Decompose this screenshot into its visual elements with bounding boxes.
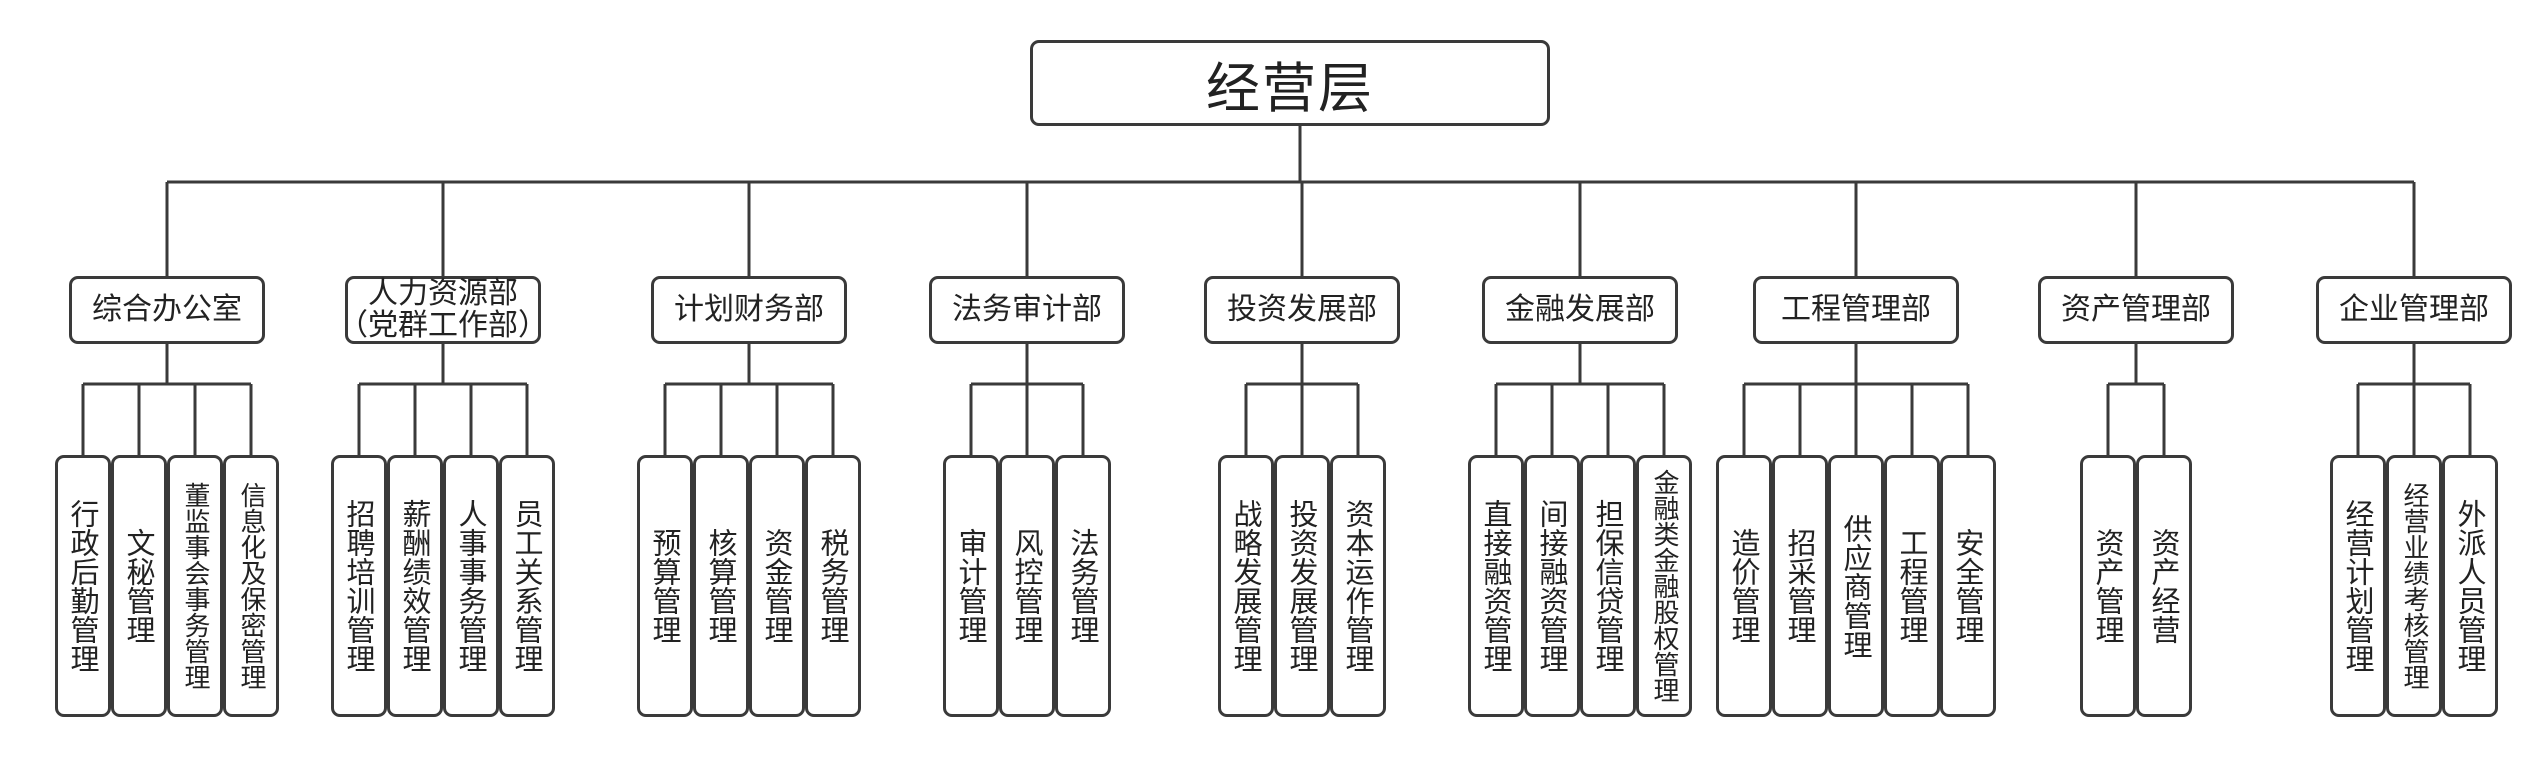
function-label: 资本运作管理 <box>1341 499 1375 673</box>
function-label: 法务管理 <box>1066 528 1100 644</box>
function-label: 招采管理 <box>1783 528 1817 644</box>
department-label: 人力资源部 <box>368 276 518 311</box>
function-box: 供应商管理 <box>1828 455 1884 717</box>
department-box: 工程管理部 <box>1753 276 1959 344</box>
function-label: 间接融资管理 <box>1535 499 1569 673</box>
function-box: 投资发展管理 <box>1274 455 1330 717</box>
function-label: 信息化及保密管理 <box>236 482 266 690</box>
function-label: 经营业绩考核管理 <box>2399 482 2429 690</box>
function-box: 预算管理 <box>637 455 693 717</box>
function-box: 员工关系管理 <box>499 455 555 717</box>
function-box: 间接融资管理 <box>1524 455 1580 717</box>
function-label: 资产经营 <box>2147 528 2181 644</box>
function-box: 招采管理 <box>1772 455 1828 717</box>
function-box: 行政后勤管理 <box>55 455 111 717</box>
function-box: 文秘管理 <box>111 455 167 717</box>
function-label: 安全管理 <box>1951 528 1985 644</box>
department-box: 法务审计部 <box>929 276 1125 344</box>
top-management-label: 经营层 <box>1206 56 1374 120</box>
function-box: 薪酬绩效管理 <box>387 455 443 717</box>
function-label: 文秘管理 <box>122 528 156 644</box>
department-box: 资产管理部 <box>2038 276 2234 344</box>
department-label: 企业管理部 <box>2339 292 2489 327</box>
function-label: 董监事会事务管理 <box>180 482 210 690</box>
function-label: 员工关系管理 <box>510 499 544 673</box>
department-label: 资产管理部 <box>2061 292 2211 327</box>
department-sublabel: （党群工作部） <box>338 308 548 343</box>
function-box: 担保信贷管理 <box>1580 455 1636 717</box>
function-box: 资产经营 <box>2136 455 2192 717</box>
function-label: 预算管理 <box>648 528 682 644</box>
department-label: 计划财务部 <box>674 292 824 327</box>
department-label: 金融发展部 <box>1505 292 1655 327</box>
function-label: 战略发展管理 <box>1229 499 1263 673</box>
function-box: 金融类金融股权管理 <box>1636 455 1692 717</box>
function-label: 薪酬绩效管理 <box>398 499 432 673</box>
department-box: 计划财务部 <box>651 276 847 344</box>
function-label: 资金管理 <box>760 528 794 644</box>
function-label: 外派人员管理 <box>2453 499 2487 673</box>
department-box: 人力资源部（党群工作部） <box>338 276 548 344</box>
function-label: 审计管理 <box>954 528 988 644</box>
department-box: 综合办公室 <box>69 276 265 344</box>
department-label: 法务审计部 <box>952 292 1102 327</box>
function-box: 资本运作管理 <box>1330 455 1386 717</box>
function-box: 审计管理 <box>943 455 999 717</box>
function-box: 资金管理 <box>749 455 805 717</box>
function-box: 法务管理 <box>1055 455 1111 717</box>
function-label: 经营计划管理 <box>2341 499 2375 673</box>
function-box: 安全管理 <box>1940 455 1996 717</box>
function-label: 招聘培训管理 <box>342 499 376 673</box>
function-label: 投资发展管理 <box>1285 499 1319 673</box>
top-management-box: 经营层 <box>1030 40 1550 126</box>
function-label: 资产管理 <box>2091 528 2125 644</box>
function-box: 董监事会事务管理 <box>167 455 223 717</box>
department-box: 金融发展部 <box>1482 276 1678 344</box>
function-box: 核算管理 <box>693 455 749 717</box>
department-label: 投资发展部 <box>1227 292 1377 327</box>
function-box: 人事事务管理 <box>443 455 499 717</box>
department-box: 企业管理部 <box>2316 276 2512 344</box>
function-box: 直接融资管理 <box>1468 455 1524 717</box>
function-box: 战略发展管理 <box>1218 455 1274 717</box>
department-box: 投资发展部 <box>1204 276 1400 344</box>
function-box: 风控管理 <box>999 455 1055 717</box>
function-label: 核算管理 <box>704 528 738 644</box>
function-box: 招聘培训管理 <box>331 455 387 717</box>
function-label: 造价管理 <box>1727 528 1761 644</box>
function-label: 工程管理 <box>1895 528 1929 644</box>
function-box: 工程管理 <box>1884 455 1940 717</box>
function-box: 信息化及保密管理 <box>223 455 279 717</box>
function-label: 金融类金融股权管理 <box>1649 469 1679 703</box>
function-label: 税务管理 <box>816 528 850 644</box>
department-label: 综合办公室 <box>92 292 242 327</box>
function-box: 外派人员管理 <box>2442 455 2498 717</box>
function-label: 直接融资管理 <box>1479 499 1513 673</box>
function-box: 资产管理 <box>2080 455 2136 717</box>
function-label: 风控管理 <box>1010 528 1044 644</box>
function-box: 经营业绩考核管理 <box>2386 455 2442 717</box>
function-box: 税务管理 <box>805 455 861 717</box>
function-label: 人事事务管理 <box>454 499 488 673</box>
function-box: 经营计划管理 <box>2330 455 2386 717</box>
function-label: 担保信贷管理 <box>1591 499 1625 673</box>
department-label: 工程管理部 <box>1781 292 1931 327</box>
function-label: 供应商管理 <box>1839 513 1873 659</box>
function-box: 造价管理 <box>1716 455 1772 717</box>
function-label: 行政后勤管理 <box>66 499 100 673</box>
